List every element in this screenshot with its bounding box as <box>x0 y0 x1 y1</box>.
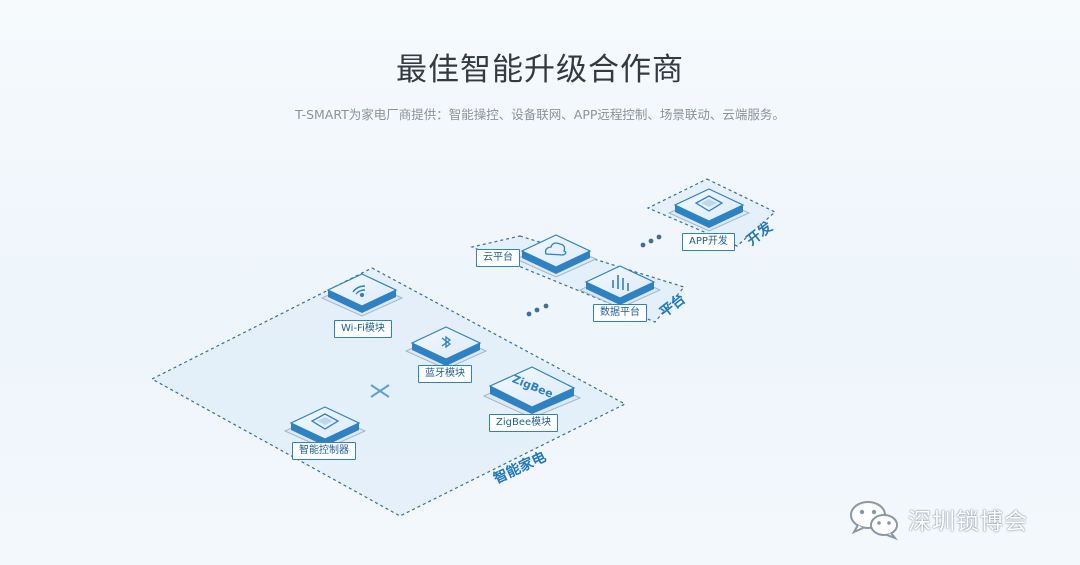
watermark-text: 深圳锁博会 <box>908 509 1028 535</box>
cloud-icon <box>544 242 567 256</box>
zigbee-tile: ZigBee <box>482 366 582 419</box>
label-cloud-platform: 云平台 <box>476 249 520 267</box>
page-subtitle: T-SMART为家电厂商提供：智能操控、设备联网、APP远程控制、场景联动、云端… <box>295 107 785 122</box>
zone-appliance <box>150 267 627 517</box>
connector-dots-upper <box>640 234 662 248</box>
bluetooth-tile <box>404 326 488 370</box>
label-bluetooth-module: 蓝牙模块 <box>418 365 472 383</box>
wechat-icon <box>850 501 898 540</box>
controller-tile <box>283 406 367 450</box>
bluetooth-icon <box>441 335 452 349</box>
bar-chart-icon <box>612 275 629 291</box>
label-zigbee-module: ZigBee模块 <box>489 414 559 432</box>
label-data-platform: 数据平台 <box>593 304 647 322</box>
label-smart-controller: 智能控制器 <box>292 442 356 460</box>
controller-icon <box>310 413 340 430</box>
app-icon <box>694 195 724 212</box>
wifi-icon <box>352 285 366 298</box>
app-tile <box>667 188 751 232</box>
cross-mark <box>370 384 390 398</box>
connector-dots-lower <box>526 303 549 317</box>
wifi-tile <box>320 273 404 317</box>
label-app-dev: APP开发 <box>682 233 735 251</box>
label-wifi-module: Wi-Fi模块 <box>334 320 392 338</box>
data-tile <box>578 265 662 309</box>
page-title: 最佳智能升级合作商 <box>396 52 684 88</box>
cloud-tile <box>514 234 598 278</box>
